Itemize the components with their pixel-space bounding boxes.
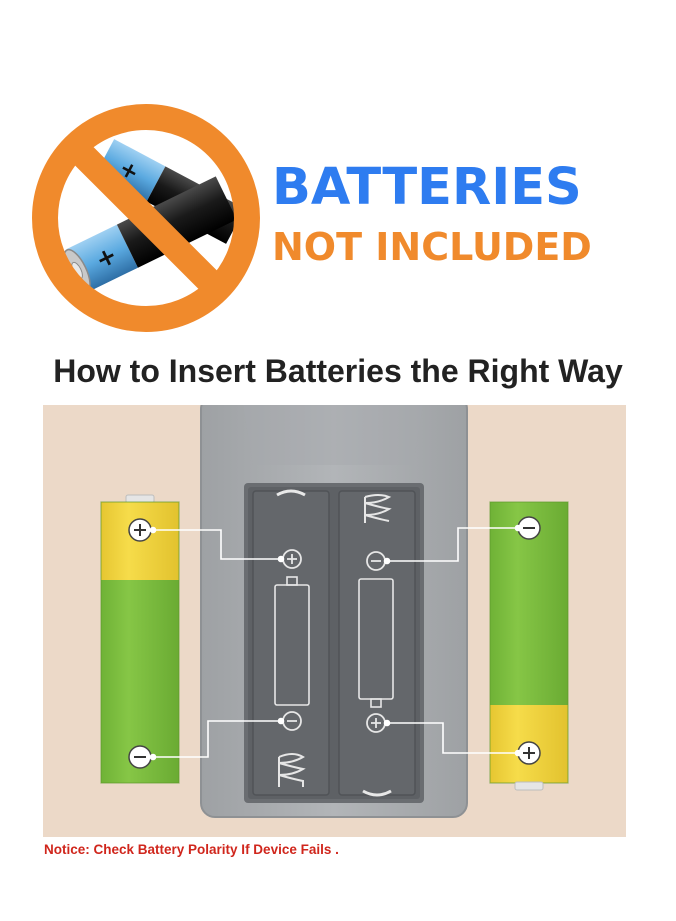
page-title: How to Insert Batteries the Right Way <box>53 353 623 389</box>
polarity-connector-lines <box>149 524 522 761</box>
batteries-not-included-banner: + + BATTERIES NOT INCLUDED <box>0 0 676 345</box>
no-batteries-icon: + + <box>32 104 260 332</box>
banner-text: BATTERIES NOT INCLUDED <box>272 158 672 270</box>
right-battery <box>489 501 569 791</box>
batteries-label: BATTERIES <box>272 158 582 217</box>
left-battery <box>100 494 180 784</box>
remote-control <box>200 405 468 818</box>
not-included-label: NOT INCLUDED <box>272 225 592 269</box>
slot-right <box>358 494 394 733</box>
battery-insertion-diagram <box>43 405 626 837</box>
polarity-notice: Notice: Check Battery Polarity If Device… <box>44 842 339 857</box>
